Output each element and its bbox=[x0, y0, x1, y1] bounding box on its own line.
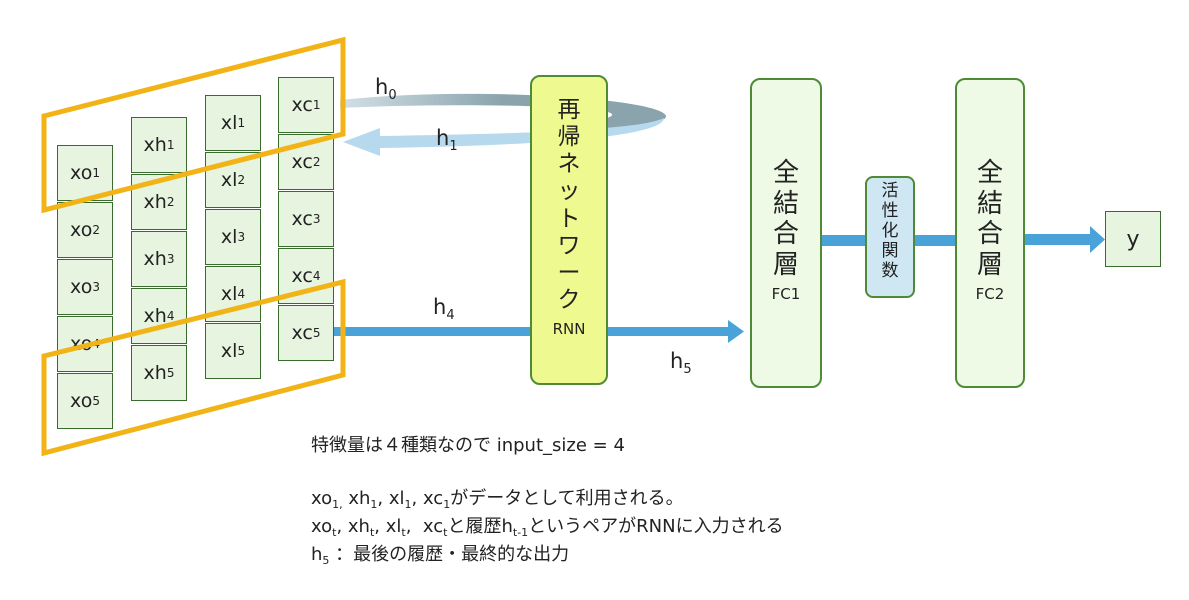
fc2-char-3: 合 bbox=[976, 219, 1003, 250]
arrow-fc1-act bbox=[820, 235, 866, 246]
rnn-block: 再帰ネットワーク RNN bbox=[530, 75, 608, 385]
rnn-sub-label: RNN bbox=[552, 320, 586, 338]
arrow-act-fc2 bbox=[914, 235, 956, 246]
label-h5: h5 bbox=[670, 349, 692, 377]
fc2-char-2: 結 bbox=[976, 188, 1003, 219]
rnn-char-3: ネ bbox=[557, 151, 581, 178]
fc2-sub-label: FC2 bbox=[975, 284, 1005, 303]
output-box: y bbox=[1105, 211, 1161, 267]
label-h1: h1 bbox=[436, 126, 458, 154]
fc2-char-4: 層 bbox=[976, 250, 1003, 281]
rnn-char-4: ッ bbox=[557, 178, 581, 205]
rnn-char-8: ク bbox=[557, 286, 581, 313]
note-input-size: 特徴量は４種類なので input_size = 4 bbox=[311, 435, 625, 456]
activation-block: 活性化関数 bbox=[865, 176, 915, 298]
fc1-char-3: 合 bbox=[772, 219, 799, 250]
activation-char-5: 数 bbox=[881, 261, 899, 282]
rnn-char-5: ト bbox=[557, 205, 581, 232]
fc1-block: 全結合層 FC1 bbox=[750, 78, 822, 388]
output-label: y bbox=[1126, 226, 1140, 252]
fc1-char-2: 結 bbox=[772, 188, 799, 219]
activation-char-2: 性 bbox=[881, 201, 899, 222]
fc1-char-4: 層 bbox=[772, 250, 799, 281]
fc1-char-1: 全 bbox=[772, 158, 799, 188]
arrow-h5-head bbox=[728, 320, 744, 343]
note-final-output: h5 ：最後の履歴・最終的な出力 bbox=[311, 544, 570, 567]
rnn-char-6: ワ bbox=[557, 232, 581, 259]
activation-title: 活性化関数 bbox=[867, 181, 913, 281]
activation-char-1: 活 bbox=[881, 181, 899, 201]
arrow-fc2-y bbox=[1022, 234, 1092, 245]
activation-char-4: 関 bbox=[881, 241, 899, 262]
note-data-used: xo1, xh1, xl1, xc1がデータとして利用される。 bbox=[311, 488, 684, 511]
arrow-fc2-y-head bbox=[1090, 226, 1105, 253]
fc1-title: 全結合層 bbox=[752, 158, 820, 281]
rnn-char-1: 再 bbox=[557, 97, 581, 123]
label-h4: h4 bbox=[433, 295, 455, 323]
activation-char-3: 化 bbox=[881, 221, 899, 242]
rnn-char-7: ー bbox=[557, 259, 581, 286]
fc2-title: 全結合層 bbox=[957, 158, 1023, 281]
arrow-h4 bbox=[334, 327, 532, 336]
note-pair-input: xot, xht, xlt, xctと履歴ht-1というペアがRNNに入力される bbox=[311, 516, 784, 539]
loop-h1-arrow bbox=[343, 118, 664, 156]
label-h0: h0 bbox=[375, 75, 397, 103]
rnn-title: 再帰ネットワーク bbox=[532, 97, 606, 314]
fc2-block: 全結合層 FC2 bbox=[955, 78, 1025, 388]
fc2-char-1: 全 bbox=[976, 158, 1003, 188]
fc1-sub-label: FC1 bbox=[771, 284, 801, 303]
rnn-char-2: 帰 bbox=[557, 124, 581, 151]
arrow-h5 bbox=[608, 327, 730, 336]
